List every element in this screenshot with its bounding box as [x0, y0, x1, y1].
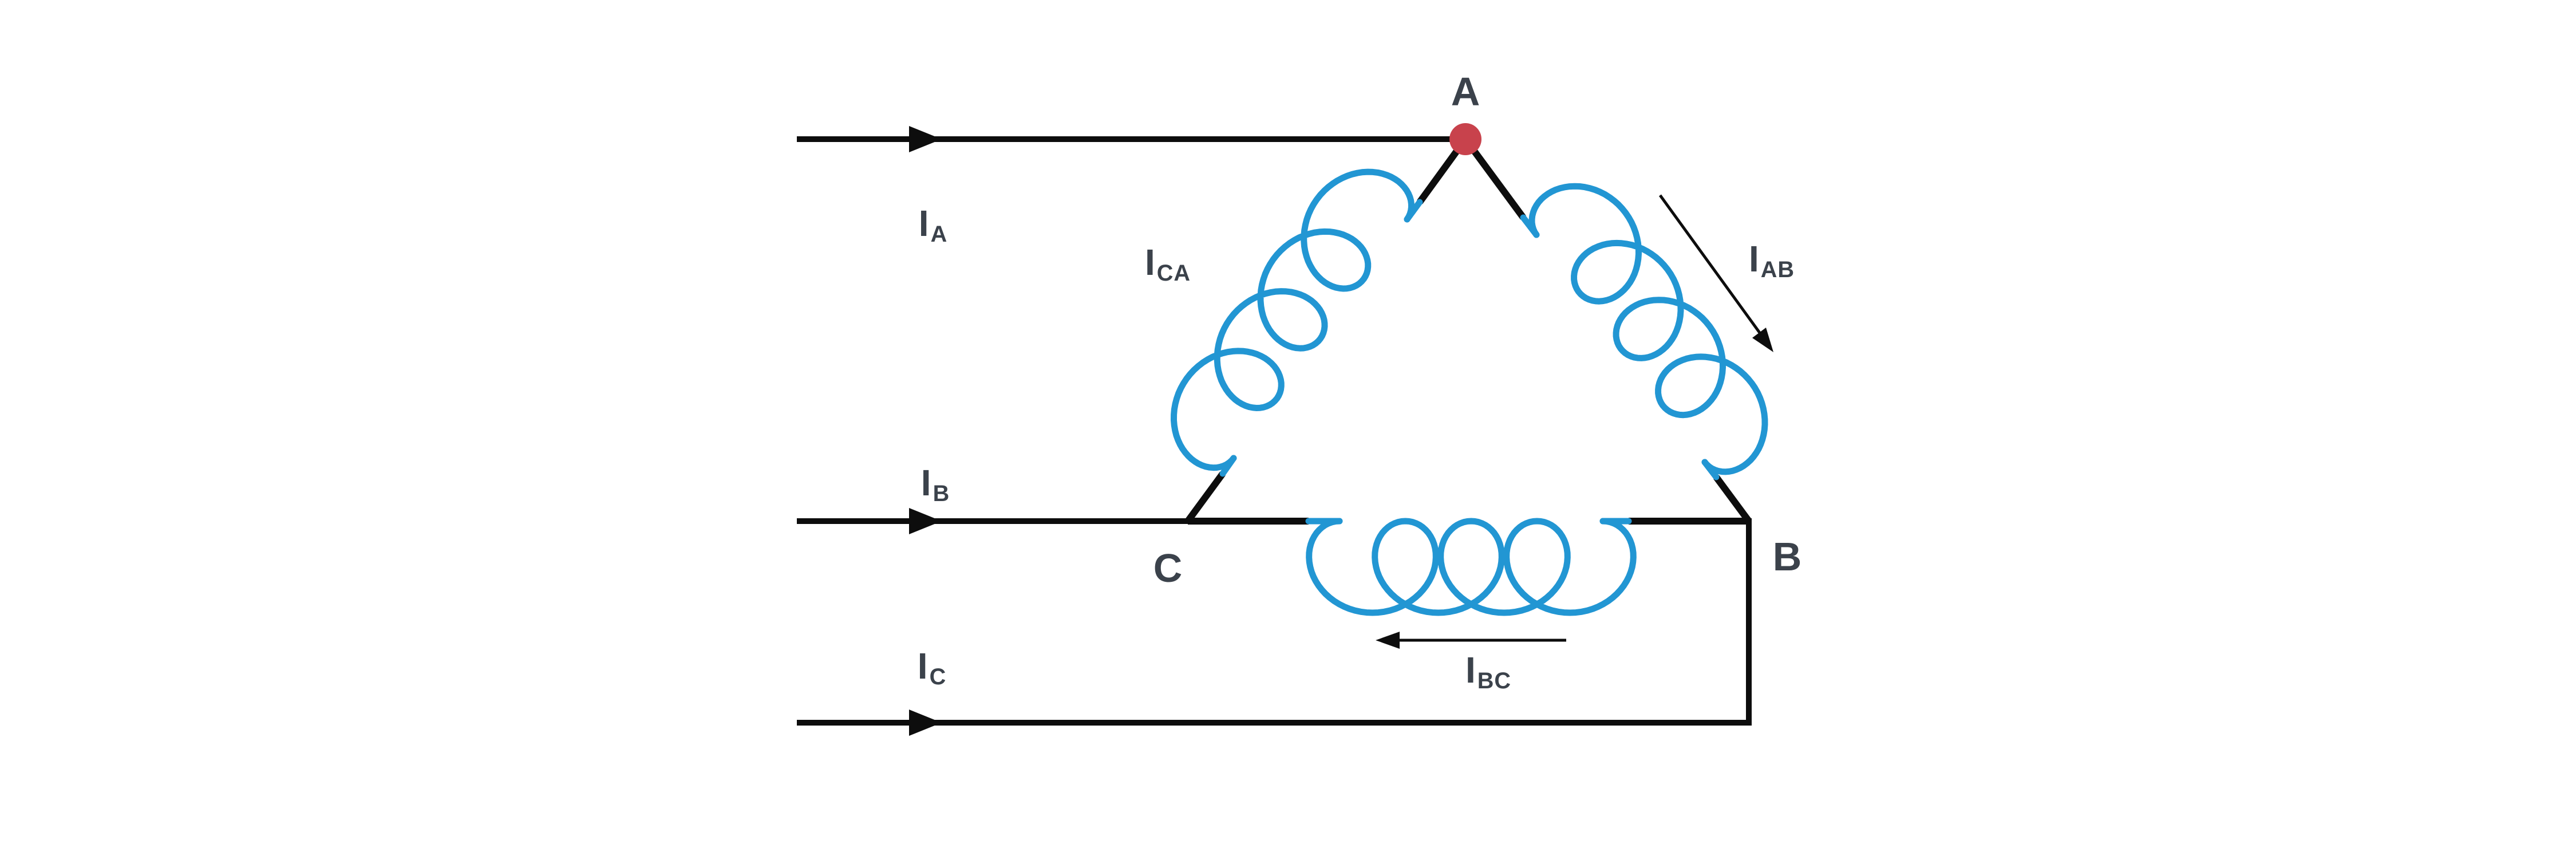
label-main: I: [917, 645, 928, 687]
phase-current-label-ibc: IBC: [1465, 649, 1511, 692]
label-main: I: [1748, 238, 1759, 279]
node-label-a: A: [1451, 69, 1480, 114]
phase-arrowhead-ab-icon: [1752, 328, 1773, 352]
line-current-label-ib: IB: [920, 462, 950, 505]
arrowhead-line-c-icon: [909, 710, 942, 736]
side-ca-black-lower: [1185, 471, 1226, 523]
feed-line-c-and-riser: [797, 518, 1752, 726]
label-subscript: CA: [1156, 261, 1191, 286]
label-subscript: C: [929, 664, 947, 690]
coil-winding-bc: [1306, 518, 1637, 616]
line-current-label-ia: IA: [918, 203, 947, 246]
label-subscript: B: [933, 481, 950, 507]
side-ab-black-upper: [1463, 137, 1526, 220]
coil-winding-ab: [1528, 183, 1768, 475]
coil-winding-ca: [1171, 168, 1415, 471]
phase-current-label-ica: ICA: [1144, 242, 1191, 285]
phase-arrow-ab: [1658, 194, 1764, 338]
arrowhead-line-b-icon: [909, 508, 942, 534]
label-main: I: [920, 462, 931, 503]
node-label-c: C: [1153, 546, 1183, 590]
node-label-b: B: [1772, 534, 1802, 579]
label-subscript: AB: [1760, 257, 1795, 283]
line-current-label-ic: IC: [917, 645, 946, 688]
phase-arrowhead-bc-icon: [1376, 632, 1400, 649]
side-ab-black-lower: [1713, 475, 1752, 523]
label-subscript: BC: [1477, 668, 1512, 694]
label-main: I: [1144, 242, 1155, 283]
arrowhead-line-a-icon: [909, 126, 942, 152]
label-subscript: A: [930, 222, 948, 247]
label-main: I: [918, 203, 929, 244]
node-dot-a: [1449, 123, 1481, 155]
phase-current-label-iab: IAB: [1748, 238, 1795, 281]
label-main: I: [1465, 649, 1476, 691]
